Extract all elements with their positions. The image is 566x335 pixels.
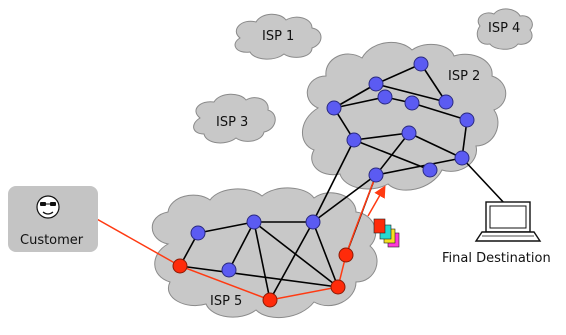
isp5-routers — [172, 214, 354, 308]
router — [377, 89, 393, 105]
router — [368, 76, 384, 92]
path-router — [172, 258, 188, 274]
packet-red — [373, 218, 386, 234]
router — [459, 112, 475, 128]
isp1-label: ISP 1 — [262, 29, 294, 44]
router — [305, 214, 321, 230]
router — [221, 262, 237, 278]
packet-icon — [373, 218, 400, 248]
isp3-label: ISP 3 — [216, 115, 248, 130]
isp2-cloud: ISP 2 — [302, 41, 507, 191]
path-router — [338, 247, 354, 263]
isp5-links — [179, 221, 339, 301]
laptop-icon — [474, 201, 542, 242]
isp5-label: ISP 5 — [210, 294, 242, 309]
destination-label: Final Destination — [442, 251, 551, 266]
router — [413, 56, 429, 72]
customer-node: Customer — [8, 186, 98, 252]
router — [346, 132, 362, 148]
isp2-routers — [326, 56, 475, 183]
isp1-cloud: ISP 1 — [234, 13, 322, 60]
isp3-cloud: ISP 3 — [193, 93, 276, 144]
customer-box — [8, 186, 98, 252]
router — [326, 100, 342, 116]
path-router — [262, 292, 278, 308]
packet-arrow — [367, 185, 386, 217]
router — [401, 125, 417, 141]
router — [404, 95, 420, 111]
isp4-cloud: ISP 4 — [476, 8, 533, 50]
router — [438, 94, 454, 110]
router — [368, 167, 384, 183]
customer-label: Customer — [20, 233, 84, 248]
path-router — [330, 279, 346, 295]
isp2-label: ISP 2 — [448, 69, 480, 84]
cool-face-icon — [36, 195, 60, 219]
router — [246, 214, 262, 230]
router — [454, 150, 470, 166]
router — [422, 162, 438, 178]
destination-link — [461, 157, 507, 206]
isp4-label: ISP 4 — [488, 21, 520, 36]
router — [190, 225, 206, 241]
